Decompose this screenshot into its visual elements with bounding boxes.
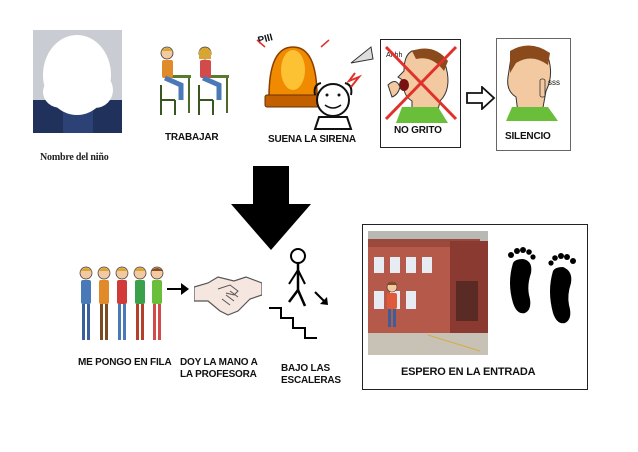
stairs-label-2: ESCALERAS bbox=[281, 375, 341, 386]
wait-entrance-card: ESPERO EN LA ENTRADA bbox=[362, 224, 588, 390]
child-photo bbox=[33, 30, 122, 133]
footprints-icon bbox=[503, 243, 579, 333]
silence-label: SILENCIO bbox=[505, 131, 551, 142]
line-up-label: ME PONGO EN FILA bbox=[78, 357, 172, 368]
line-up-pictogram bbox=[78, 265, 164, 343]
siren-sound-text: PIII bbox=[257, 32, 275, 47]
shake-hand-label-1: DOY LA MANO A bbox=[180, 357, 258, 368]
small-arrow-icon bbox=[167, 282, 189, 296]
silence-sound-text: sss bbox=[548, 78, 560, 87]
next-arrow-icon bbox=[466, 86, 496, 110]
stairs-pictogram bbox=[265, 246, 335, 340]
siren-pictogram: PIII bbox=[255, 25, 377, 130]
no-shout-label: NO GRITO bbox=[394, 125, 442, 136]
wait-entrance-label: ESPERO EN LA ENTRADA bbox=[401, 366, 536, 378]
school-photo bbox=[368, 231, 488, 355]
stairs-label-1: BAJO LAS bbox=[281, 363, 330, 374]
no-shout-card: Ahhh NO GRITO bbox=[380, 39, 461, 148]
shake-hand-label-2: LA PROFESORA bbox=[180, 369, 257, 380]
child-name-caption: Nombre del niño bbox=[40, 152, 109, 163]
handshake-pictogram bbox=[194, 265, 262, 320]
siren-label: SUENA LA SIRENA bbox=[268, 134, 356, 145]
down-arrow-icon bbox=[231, 166, 311, 250]
work-label: TRABAJAR bbox=[165, 132, 219, 143]
work-pictogram bbox=[155, 45, 237, 120]
silence-card: sss SILENCIO bbox=[496, 38, 571, 151]
